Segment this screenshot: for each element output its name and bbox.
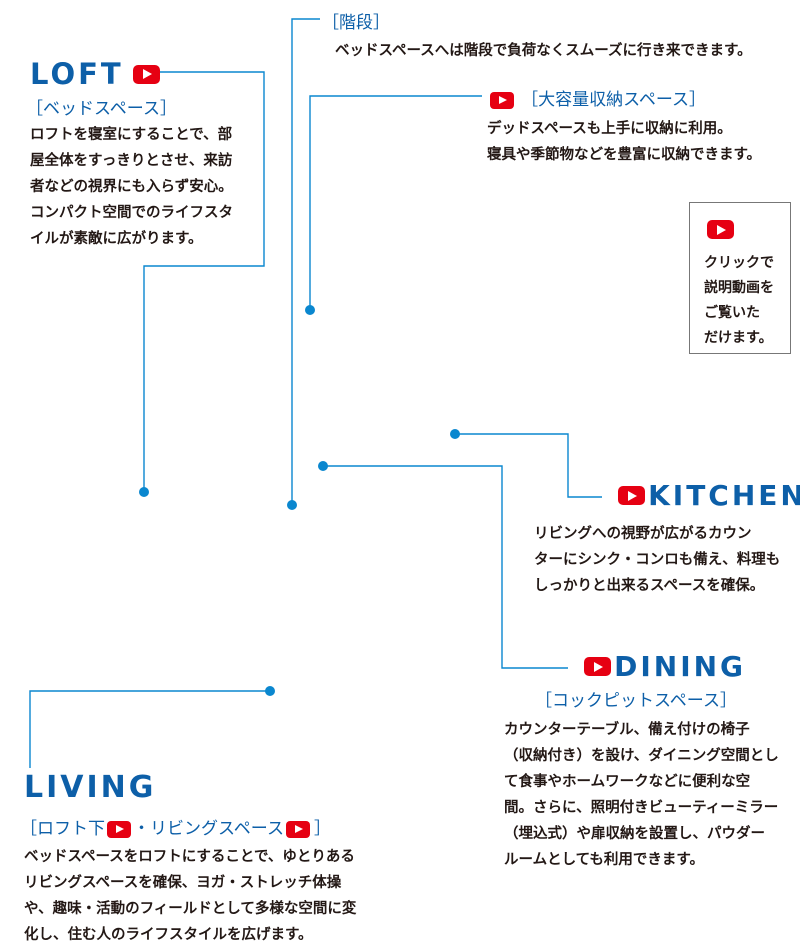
marker-kitchen [450, 429, 460, 439]
leader-line-stairs [291, 18, 320, 505]
stairs-text: ベッドスペースへは階段で負荷なくスムーズに行き来できます。 [335, 43, 752, 59]
marker-dining [318, 461, 328, 471]
youtube-play-icon[interactable] [132, 64, 160, 84]
leader-line-kitchen [455, 433, 602, 498]
marker-stairs [287, 500, 297, 510]
marker-loft [139, 487, 149, 497]
leader-line-dining [323, 465, 568, 669]
youtube-play-icon[interactable] [107, 820, 131, 838]
youtube-play-icon[interactable] [490, 92, 514, 109]
kitchen-title: KITCHEN [648, 479, 800, 512]
living-subtitle: ［ロフト下・リビングスペース］ [20, 819, 331, 839]
loft-text: ロフトを寝室にすることで、部 屋全体をすっきりとさせ、来訪 者などの視界にも入ら… [30, 127, 233, 247]
stairs-title[interactable]: ［階段］ [322, 13, 390, 33]
youtube-play-icon[interactable] [618, 486, 645, 505]
youtube-play-icon[interactable] [285, 820, 310, 838]
living-text: ベッドスペースをロフトにすることで、ゆとりある リビングスペースを確保、ヨガ・ス… [24, 849, 357, 943]
leader-line-living [29, 690, 270, 768]
dining-title: DINING [614, 650, 747, 683]
kitchen-heading[interactable]: KITCHEN [618, 479, 800, 512]
leader-line-loft [143, 71, 265, 492]
youtube-play-icon [707, 220, 734, 239]
dining-text: カウンターテーブル、備え付けの椅子 （収納付き）を設け、ダイニング空間とし て食… [504, 722, 779, 868]
kitchen-text: リビングへの視野が広がるカウン ターにシンク・コンロも備え、料理も しっかりと出… [534, 526, 781, 594]
dining-subtitle: ［コックピットスペース］ [535, 691, 737, 711]
dining-heading[interactable]: DINING [584, 650, 746, 683]
storage-text: デッドスペースも上手に収納に利用。 寝具や季節物などを豊富に収納できます。 [487, 121, 762, 163]
youtube-play-icon[interactable] [584, 657, 611, 676]
loft-title: LOFT [30, 57, 124, 91]
leader-line-storage [309, 95, 482, 310]
loft-subtitle: ［ベッドスペース］ [26, 99, 177, 119]
storage-heading[interactable]: ［大容量収納スペース］ [490, 85, 706, 110]
marker-living [265, 686, 275, 696]
video-hint-text: クリックで 説明動画を ご覧いた だけます。 [704, 255, 774, 346]
marker-storage [305, 305, 315, 315]
video-hint-box: クリックで 説明動画を ご覧いた だけます。 [689, 202, 791, 354]
loft-heading[interactable]: LOFT [30, 57, 160, 91]
storage-title: ［大容量収納スペース］ [521, 90, 707, 110]
living-title: LIVING [24, 770, 157, 805]
